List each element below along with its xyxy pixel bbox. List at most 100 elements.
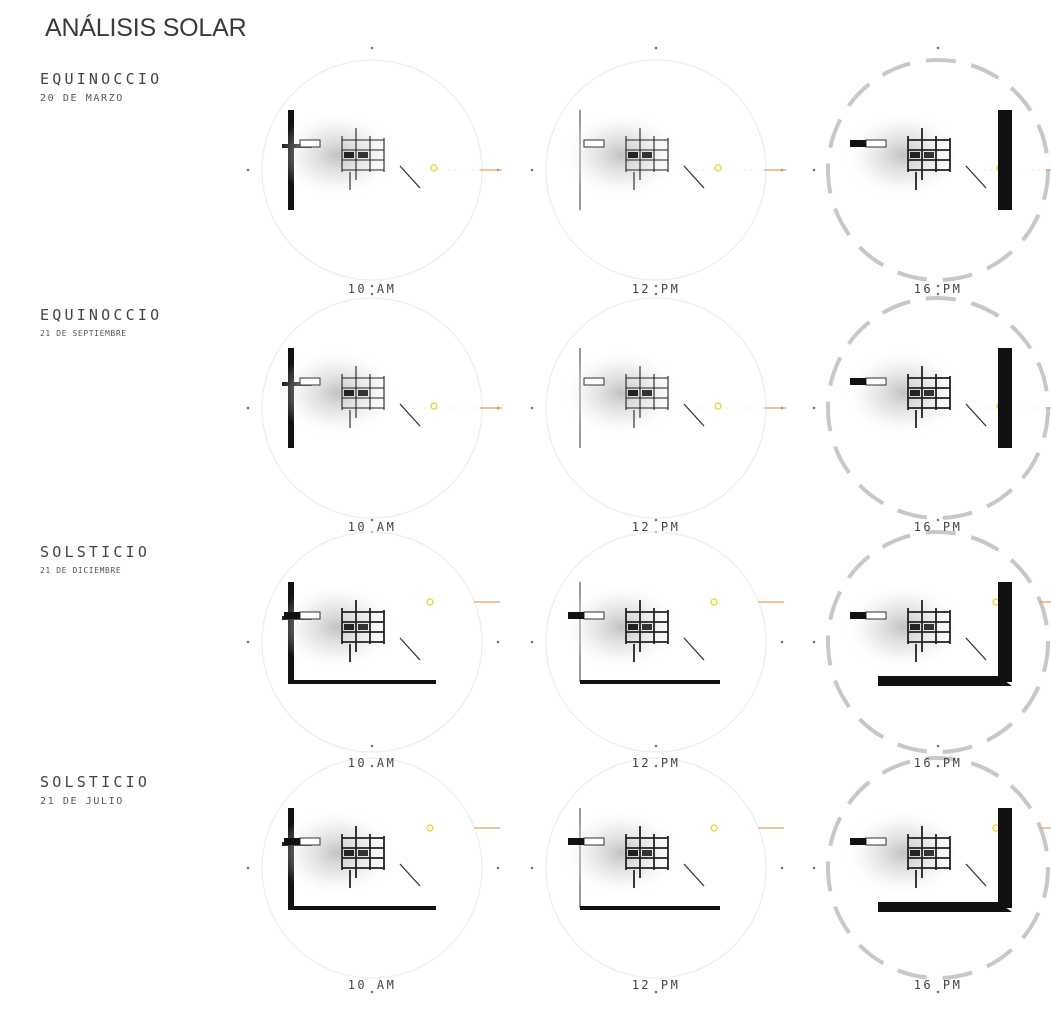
time-label: 10 AM [347, 282, 397, 296]
site-line [683, 403, 705, 427]
time-label: 16 PM [913, 282, 963, 296]
shadow-floor [878, 676, 1012, 686]
sun-marker [426, 598, 434, 606]
sun-marker [426, 824, 434, 832]
shade-cloud [277, 110, 397, 200]
compass-tick [654, 284, 658, 288]
compass-tick [530, 168, 534, 172]
plan-block [358, 624, 368, 630]
time-label: 12 PM [631, 282, 681, 296]
shade-cloud [277, 808, 397, 898]
compass-tick [370, 764, 374, 768]
time-label: 16 PM [913, 978, 963, 992]
row-label-2: EQUINOCCIO 21 DE SEPTIEMBRE [40, 306, 162, 338]
sun-path-circle [545, 531, 767, 753]
shade-cloud [561, 582, 681, 672]
solar-panel-2-2 [530, 284, 791, 534]
season-label: SOLSTICIO [40, 543, 151, 561]
time-label: 10 AM [347, 756, 397, 770]
time-label: 12 PM [631, 978, 681, 992]
sun-path-circle [826, 530, 1050, 754]
building-bar [583, 377, 605, 386]
solar-panel-1-3 [812, 46, 1051, 296]
shadow-floor [580, 680, 720, 684]
time-label: 10 AM [347, 978, 397, 992]
sun-path-circle [826, 756, 1050, 980]
compass-tick [370, 284, 374, 288]
plan-block [642, 850, 652, 856]
sun-path-circle [545, 757, 767, 979]
date-label: 21 DE SEPTIEMBRE [40, 329, 127, 338]
compass-tick [812, 640, 816, 644]
site-line [965, 403, 987, 427]
plan-block [642, 624, 652, 630]
date-label: 21 DE DICIEMBRE [40, 566, 122, 575]
time-label: 16 PM [913, 520, 963, 534]
building-bar [299, 139, 321, 148]
compass-tick [936, 284, 940, 288]
compass-tick [654, 764, 658, 768]
sun-marker [710, 598, 718, 606]
compass-tick [936, 990, 940, 994]
row-label-1: EQUINOCCIO 20 DE MARZO [40, 70, 162, 104]
shadow-block [850, 140, 866, 147]
plan-block [628, 390, 638, 396]
building-bar [299, 611, 321, 620]
plan-block [358, 850, 368, 856]
sun-marker [710, 824, 718, 832]
plan-block [910, 624, 920, 630]
compass-tick [530, 406, 534, 410]
shadow-block [284, 612, 300, 619]
plan-block [344, 624, 354, 630]
site-line [399, 863, 421, 887]
shade-cloud [843, 348, 963, 438]
plan-block [642, 152, 652, 158]
site-line [399, 403, 421, 427]
shade-cloud [561, 110, 681, 200]
sun-path-circle [261, 531, 483, 753]
compass-tick [246, 168, 250, 172]
shadow-block [850, 838, 866, 845]
time-label: 12 PM [631, 520, 681, 534]
solar-panel-2-3 [812, 284, 1051, 534]
compass-tick [370, 46, 374, 50]
building-bar [865, 377, 887, 386]
compass-tick [654, 292, 658, 296]
compass-tick [496, 866, 500, 870]
shadow-wall [998, 348, 1012, 448]
plan-block [910, 850, 920, 856]
shade-cloud [843, 110, 963, 200]
compass-tick [370, 990, 374, 994]
shadow-floor [288, 906, 436, 910]
shadow-block [568, 838, 584, 845]
compass-tick [530, 640, 534, 644]
compass-tick [370, 292, 374, 296]
shadow-wall [998, 808, 1012, 908]
site-line [683, 863, 705, 887]
compass-tick [936, 744, 940, 748]
building-bar [865, 611, 887, 620]
plan-block [344, 850, 354, 856]
plan-block [910, 152, 920, 158]
sun-marker [714, 402, 722, 410]
shade-cloud [277, 582, 397, 672]
compass-tick [812, 168, 816, 172]
solar-panel-4-3 [812, 744, 1051, 994]
plan-block [628, 152, 638, 158]
solar-panel-1-1 [246, 46, 507, 296]
building-bar [299, 377, 321, 386]
shade-cloud [843, 808, 963, 898]
page-title: ANÁLISIS SOLAR [45, 14, 247, 42]
building-bar [583, 837, 605, 846]
sun-marker [714, 164, 722, 172]
compass-tick [370, 518, 374, 522]
compass-tick [780, 866, 784, 870]
row-label-4: SOLSTICIO 21 DE JULIO [40, 773, 150, 807]
season-label: SOLSTICIO [40, 773, 151, 791]
solar-panel-3-3 [812, 518, 1051, 768]
sun-marker [430, 402, 438, 410]
compass-tick [496, 640, 500, 644]
building-bar [299, 837, 321, 846]
shadow-wall [998, 582, 1012, 682]
